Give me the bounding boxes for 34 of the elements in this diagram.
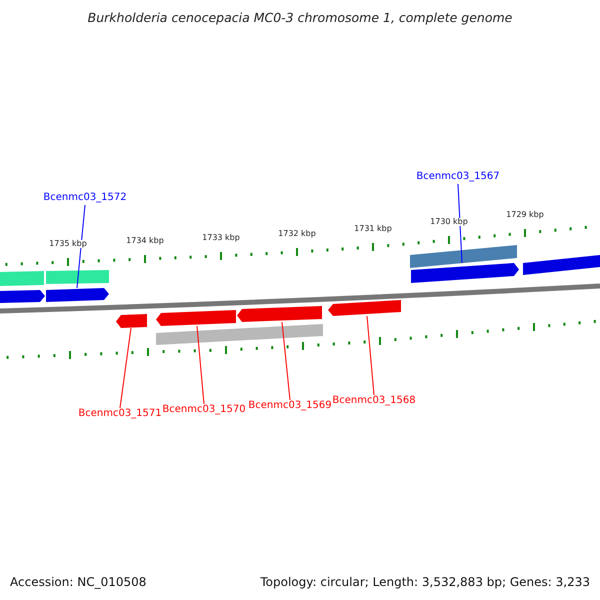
gene-label: Bcenmc03_1568 (332, 396, 416, 406)
scale-label: 1732 kbp (278, 230, 316, 238)
gene-feature (156, 324, 323, 345)
leader-line (196, 326, 204, 404)
gene-feature (411, 263, 519, 283)
gene-feature (116, 314, 147, 328)
gene-label: Bcenmc03_1567 (416, 172, 500, 182)
gene-feature (156, 310, 236, 326)
gene-feature (0, 271, 44, 286)
scale-label: 1731 kbp (354, 225, 392, 233)
scale-label: 1735 kbp (49, 240, 87, 248)
scale-label: 1733 kbp (202, 234, 240, 242)
leader-line (366, 316, 374, 396)
gene-label: Bcenmc03_1570 (162, 405, 246, 415)
genome-summary-text: Topology: circular; Length: 3,532,883 bp; Genes: 3,233 (260, 576, 590, 588)
gene-feature (237, 306, 322, 322)
gene-label: Bcenmc03_1569 (248, 401, 332, 411)
gene-feature (410, 245, 517, 268)
gene-feature (0, 290, 45, 303)
leader-line (458, 184, 462, 264)
scale-label: 1730 kbp (430, 218, 468, 226)
gene-feature (523, 255, 600, 275)
gene-label: Bcenmc03_1571 (78, 409, 162, 419)
gene-feature (46, 270, 109, 284)
scale-label: 1729 kbp (506, 211, 544, 219)
gene-label: Bcenmc03_1572 (43, 193, 127, 203)
scale-label: 1734 kbp (126, 237, 164, 245)
leader-line (282, 322, 290, 400)
gene-feature (328, 300, 401, 316)
leader-line (76, 204, 86, 288)
leader-line (120, 328, 132, 408)
gene-feature (46, 288, 109, 302)
title: Burkholderia cenocepacia MC0-3 chromosome 1, complete genome (88, 12, 512, 24)
accession-text: Accession: NC_010508 (10, 576, 146, 588)
